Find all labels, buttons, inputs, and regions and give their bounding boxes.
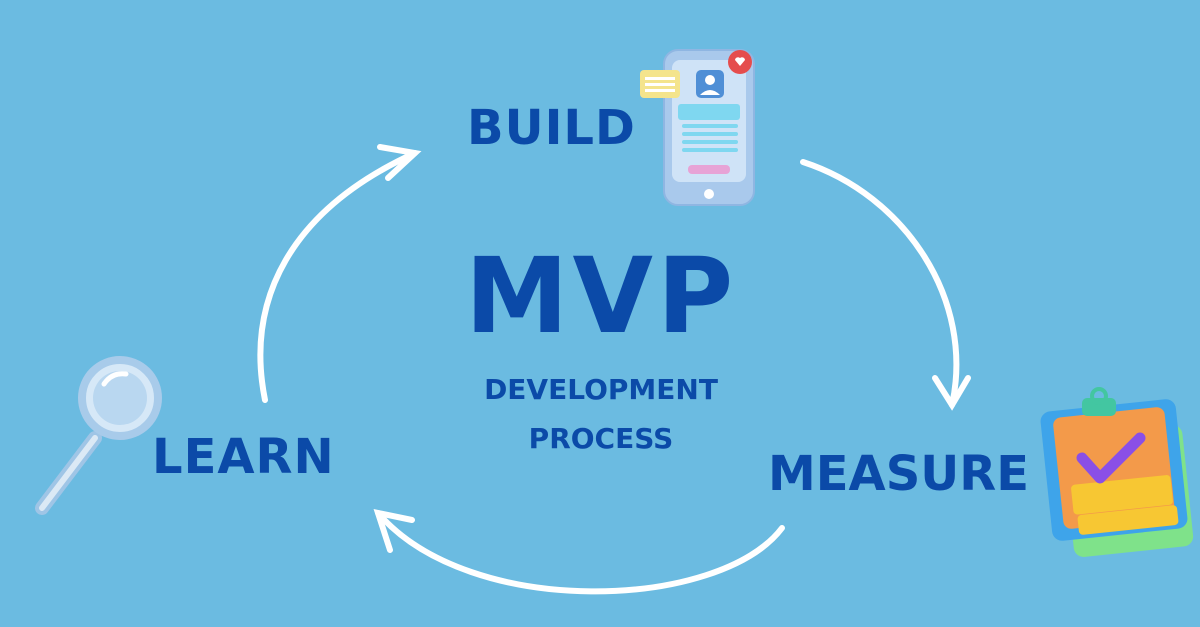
- magnifying-glass-icon: [35, 356, 162, 515]
- diagram-subtitle-line-1: DEVELOPMENT: [484, 373, 718, 406]
- arrow-build-to-measure: [800, 159, 971, 411]
- diagram-title: MVP: [465, 235, 738, 357]
- smartphone-profile-icon: [640, 49, 755, 206]
- arrow-measure-to-learn: [373, 509, 785, 595]
- arrow-learn-to-build: [257, 144, 422, 403]
- step-measure-label: MEASURE: [768, 446, 1029, 502]
- step-learn-label: LEARN: [152, 429, 335, 485]
- step-build-label: BUILD: [467, 100, 636, 156]
- diagram-subtitle-line-2: PROCESS: [528, 422, 674, 455]
- clipboard-checkmark-icon: [1040, 387, 1194, 557]
